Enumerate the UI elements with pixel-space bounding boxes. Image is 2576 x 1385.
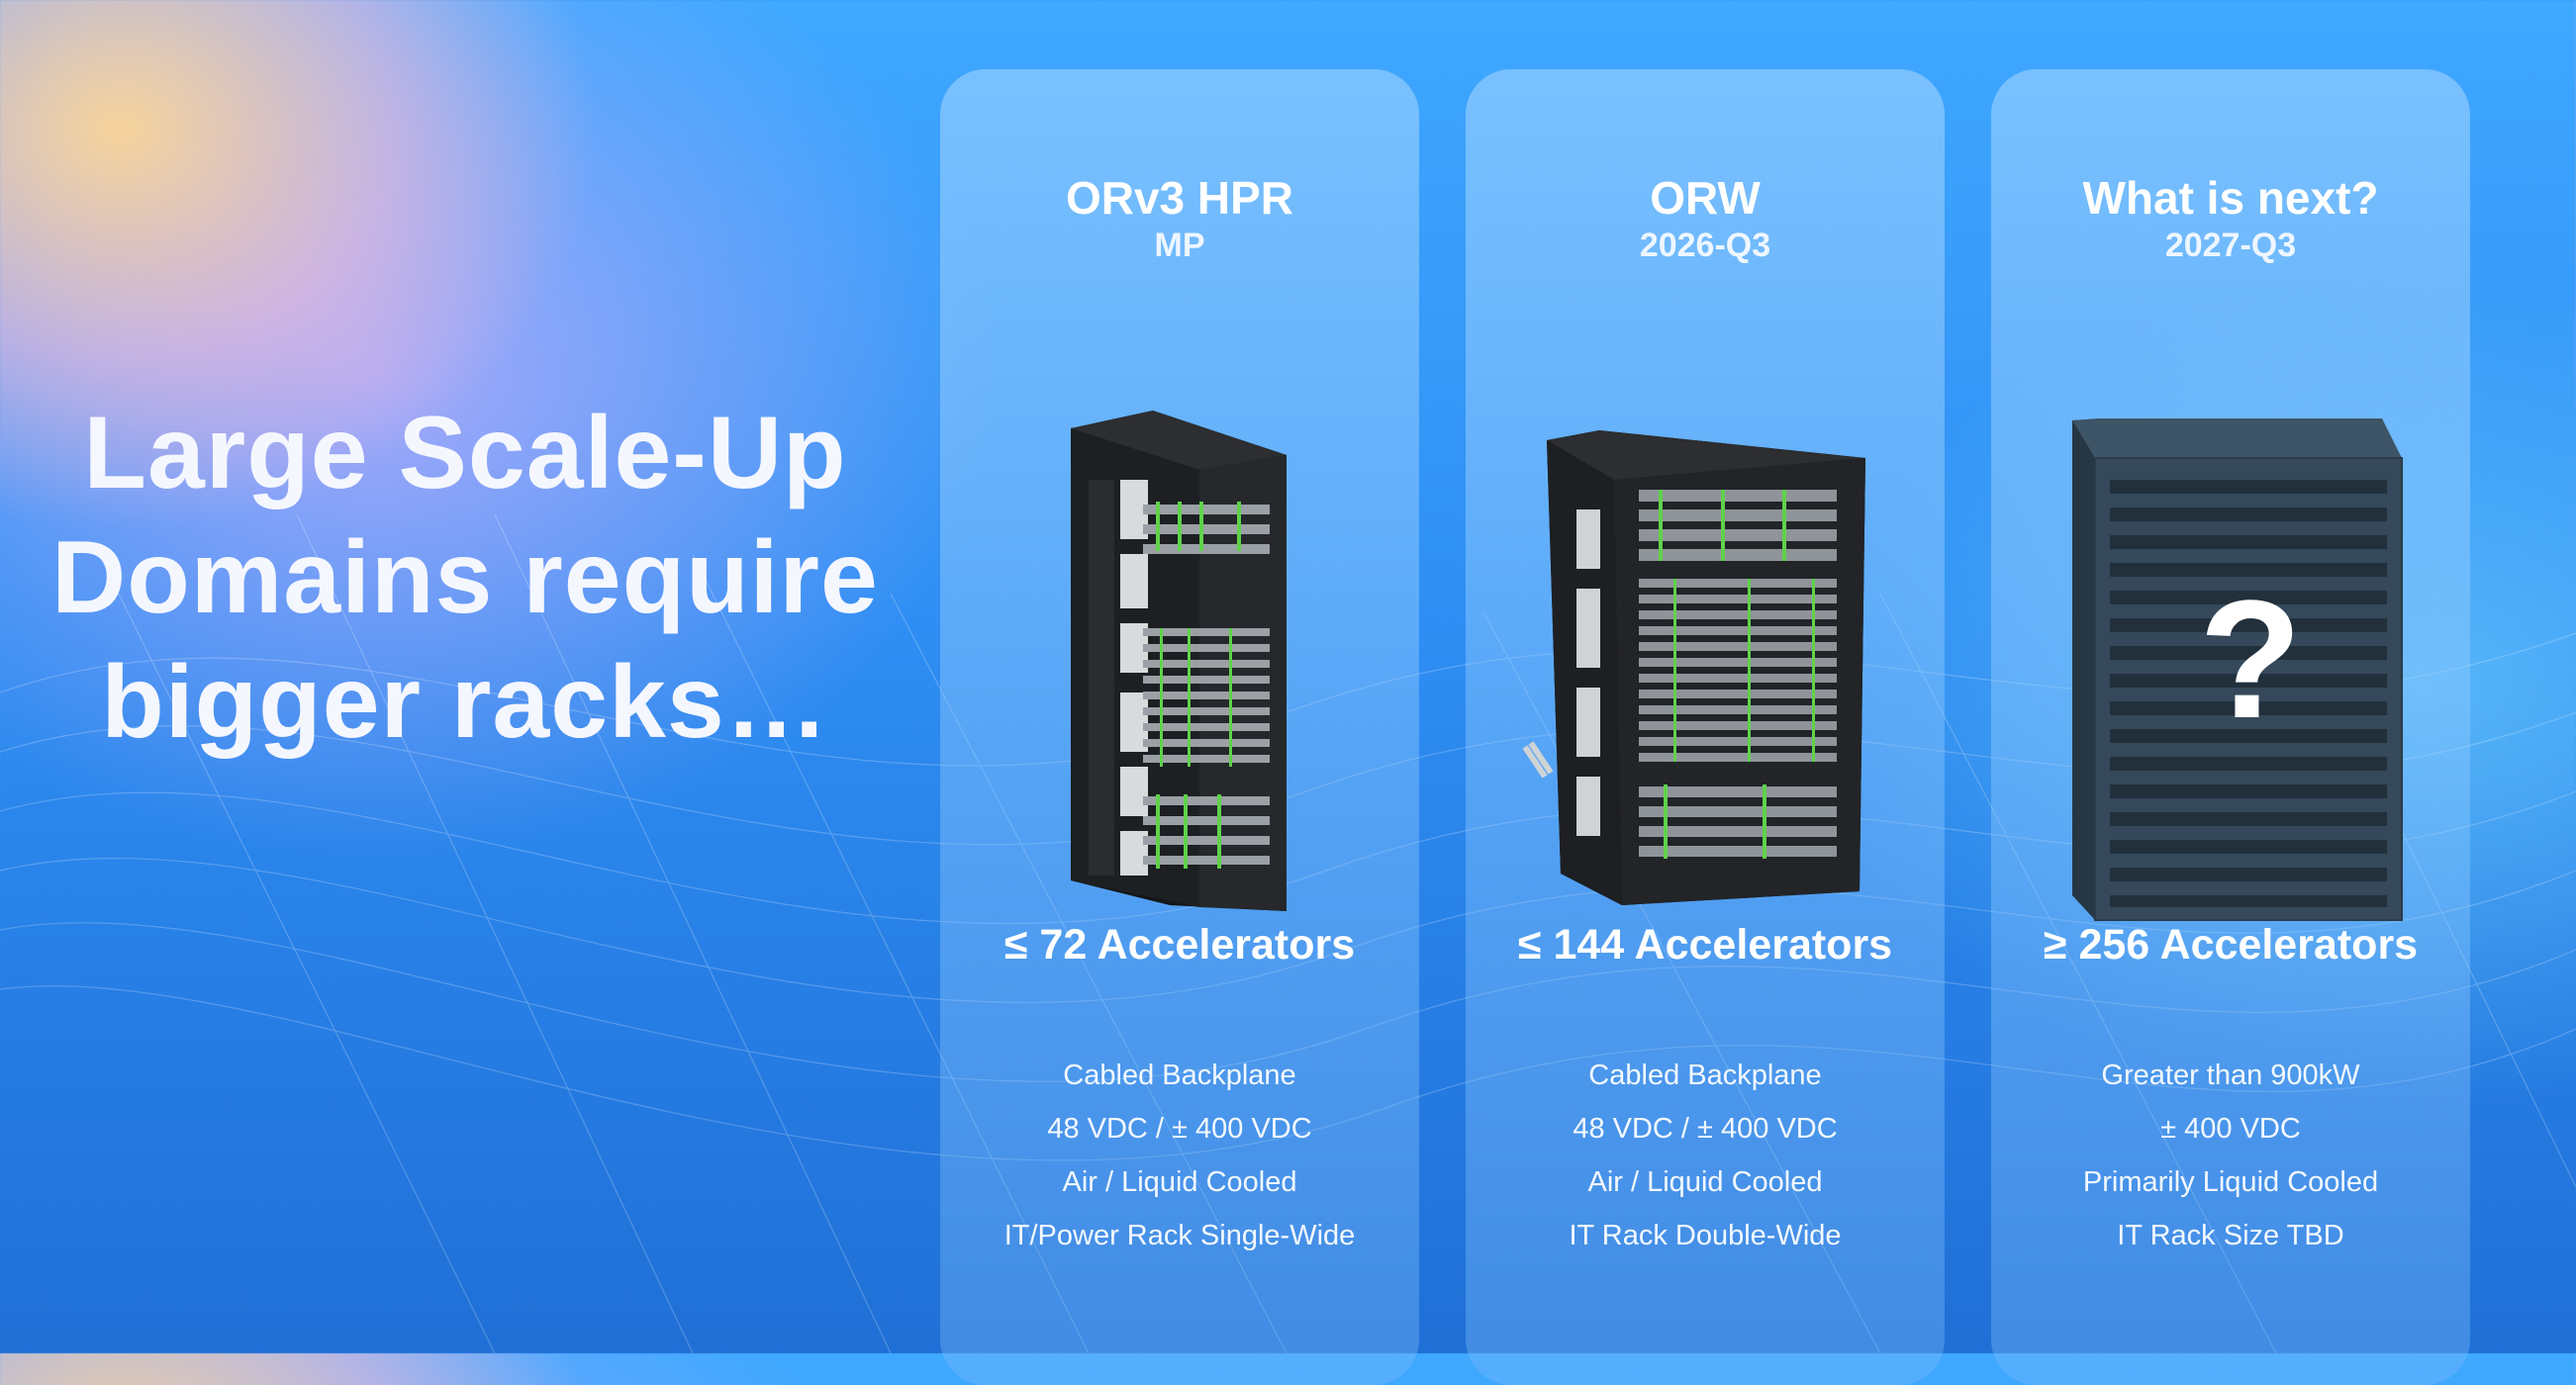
- card-title: ORv3 HPR: [1065, 172, 1294, 224]
- spec-item: Air / Liquid Cooled: [1062, 1166, 1297, 1198]
- spec-item: Greater than 900kW: [2101, 1060, 2360, 1091]
- card-title: ORW: [1650, 172, 1761, 224]
- spec-item: ± 400 VDC: [2160, 1113, 2301, 1145]
- rack-card-next: What is next? 2027-Q3 ? ≥ 256 Accelerato…: [1991, 69, 2470, 1385]
- spec-item: IT Rack Size TBD: [2117, 1220, 2344, 1251]
- headline-line: Domains require: [51, 520, 879, 635]
- headline: Large Scale-Up Domains require bigger ra…: [40, 391, 891, 765]
- card-subtitle: 2026-Q3: [1639, 227, 1771, 264]
- accelerator-count: ≥ 256 Accelerators: [2043, 921, 2419, 969]
- spec-item: 48 VDC / ± 400 VDC: [1047, 1113, 1312, 1145]
- unknown-rack-icon: ?: [2072, 418, 2403, 921]
- double-wide-rack-icon: [1522, 430, 1865, 905]
- spec-item: Cabled Backplane: [1588, 1060, 1822, 1091]
- card-title: What is next?: [2082, 172, 2379, 224]
- spec-item: IT Rack Double-Wide: [1569, 1220, 1842, 1251]
- spec-list: Greater than 900kW ± 400 VDC Primarily L…: [1991, 1049, 2470, 1262]
- spec-item: Primarily Liquid Cooled: [2082, 1166, 2379, 1198]
- spec-item: Cabled Backplane: [1063, 1060, 1296, 1091]
- single-wide-rack-icon: [1071, 411, 1287, 911]
- question-mark-glyph: ?: [2199, 566, 2302, 754]
- headline-line: bigger racks…: [101, 645, 829, 760]
- spec-list: Cabled Backplane 48 VDC / ± 400 VDC Air …: [1466, 1049, 1945, 1262]
- accelerator-count: ≤ 144 Accelerators: [1517, 921, 1893, 969]
- spec-item: IT/Power Rack Single-Wide: [1003, 1220, 1356, 1251]
- rack-card-orv3-hpr: ORv3 HPR MP ≤ 72 Accele: [940, 69, 1419, 1385]
- card-subtitle: 2027-Q3: [2164, 227, 2297, 264]
- card-subtitle: MP: [1154, 227, 1205, 264]
- accelerator-count: ≤ 72 Accelerators: [1003, 921, 1356, 969]
- spec-list: Cabled Backplane 48 VDC / ± 400 VDC Air …: [940, 1049, 1419, 1262]
- rack-card-orw: ORW 2026-Q3 ≤ 144 Accel: [1466, 69, 1945, 1385]
- spec-item: 48 VDC / ± 400 VDC: [1573, 1113, 1838, 1145]
- spec-item: Air / Liquid Cooled: [1587, 1166, 1823, 1198]
- headline-line: Large Scale-Up: [83, 396, 847, 510]
